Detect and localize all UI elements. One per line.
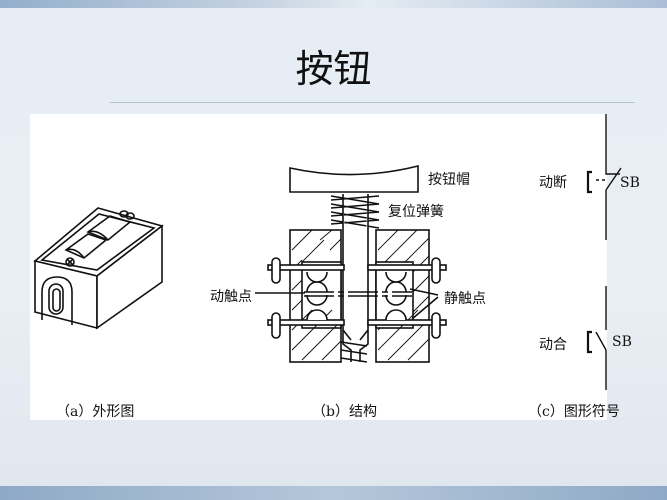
contact-bars — [267, 257, 447, 339]
slide-title: 按钮 — [295, 47, 372, 91]
nc-symbol — [586, 114, 622, 240]
no-symbol — [586, 286, 607, 390]
label-no: 动合 — [539, 337, 567, 353]
button-structure-drawing — [255, 164, 447, 363]
label-nc: 动断 — [539, 175, 567, 191]
label-sb-nc: SB — [620, 175, 640, 191]
label-static-contact: 静触点 — [444, 291, 486, 307]
label-spring: 复位弹簧 — [388, 204, 444, 220]
top-band — [0, 0, 667, 8]
caption-a: （a）外形图 — [56, 404, 135, 420]
bottom-band — [0, 486, 667, 500]
reset-spring — [330, 195, 380, 229]
label-moving-contact: 动触点 — [210, 289, 252, 305]
caption-c: （c）图形符号 — [528, 404, 620, 420]
title-divider — [110, 102, 635, 103]
caption-b: （b）结构 — [312, 404, 377, 420]
button-box-drawing — [33, 207, 164, 330]
label-cap: 按钮帽 — [428, 172, 470, 188]
label-sb-no: SB — [612, 334, 632, 350]
